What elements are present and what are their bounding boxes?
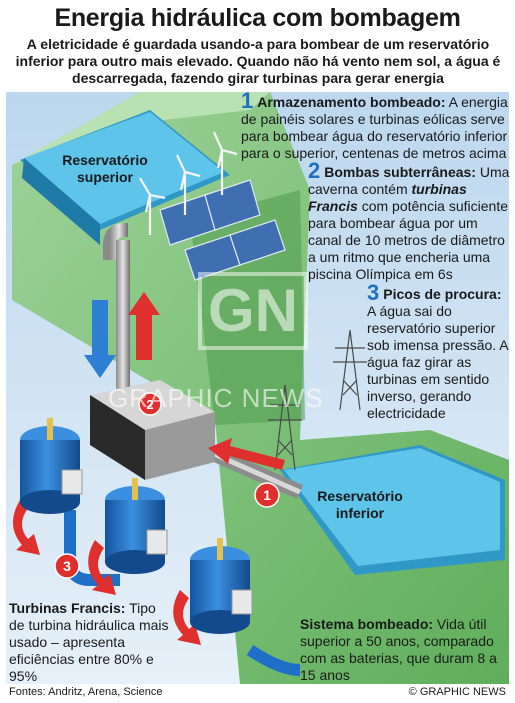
callout-text: A energia de painéis solares e turbinas …: [241, 94, 508, 161]
watermark-text: GRAPHIC NEWS: [108, 383, 324, 413]
page-title: Energia hidráulica com bombagem: [54, 4, 461, 32]
marker-1: 1: [263, 487, 271, 503]
wind-turbines: [139, 131, 238, 235]
callout-text: Vida útil superior a 50 anos, comparado …: [300, 616, 497, 683]
francis-turbine-3: [190, 538, 253, 634]
callout-heading: Picos de procura:: [383, 286, 502, 302]
callout-heading: Sistema bombeado:: [300, 616, 434, 632]
page-subtitle: A eletricidade é guardada usando-a para …: [15, 36, 501, 86]
callout-text: Uma caverna contém: [308, 164, 510, 197]
label-upper-reservoir: Reservatório superior: [62, 152, 148, 185]
francis-turbine-1: [20, 418, 83, 514]
callout-text: A água sai do reservatório superior sob …: [367, 303, 508, 421]
callout-italic: turbinas Francis: [308, 181, 467, 214]
francis-turbine-2: [105, 478, 168, 574]
callout-text: Tipo de turbina hidráulica mais usado – …: [9, 600, 169, 684]
callout-text: com potência suficiente para bombear águ…: [308, 198, 509, 282]
callout-number: 1: [241, 88, 254, 113]
lower-reservoir: [280, 445, 505, 575]
marker-2: 2: [146, 397, 153, 412]
marker-circles: [54, 392, 280, 579]
callout-heading: Bombas subterrâneas:: [324, 164, 476, 180]
footer-sources: Fontes: Andritz, Arena, Science: [9, 686, 163, 698]
watermark-logo: GN: [198, 272, 308, 350]
flow-arrows: [12, 292, 285, 645]
upper-reservoir: [20, 110, 230, 245]
solar-panels: [159, 179, 286, 281]
label-lower-reservoir: Reservatório inferior: [317, 488, 403, 521]
callout-number: 3: [367, 280, 380, 305]
marker-3: 3: [63, 558, 71, 574]
callout-pumped-system: Sistema bombeado: Vida útil superior a 5…: [300, 616, 512, 684]
power-pylons: [268, 329, 367, 471]
callout-heading: Armazenamento bombeado:: [257, 94, 446, 110]
callout-francis-turbines: Turbinas Francis: Tipo de turbina hidráu…: [9, 600, 169, 685]
footer-credit: © GRAPHIC NEWS: [408, 686, 506, 698]
callout-heading: Turbinas Francis:: [9, 600, 126, 616]
callout-number: 2: [308, 158, 321, 183]
